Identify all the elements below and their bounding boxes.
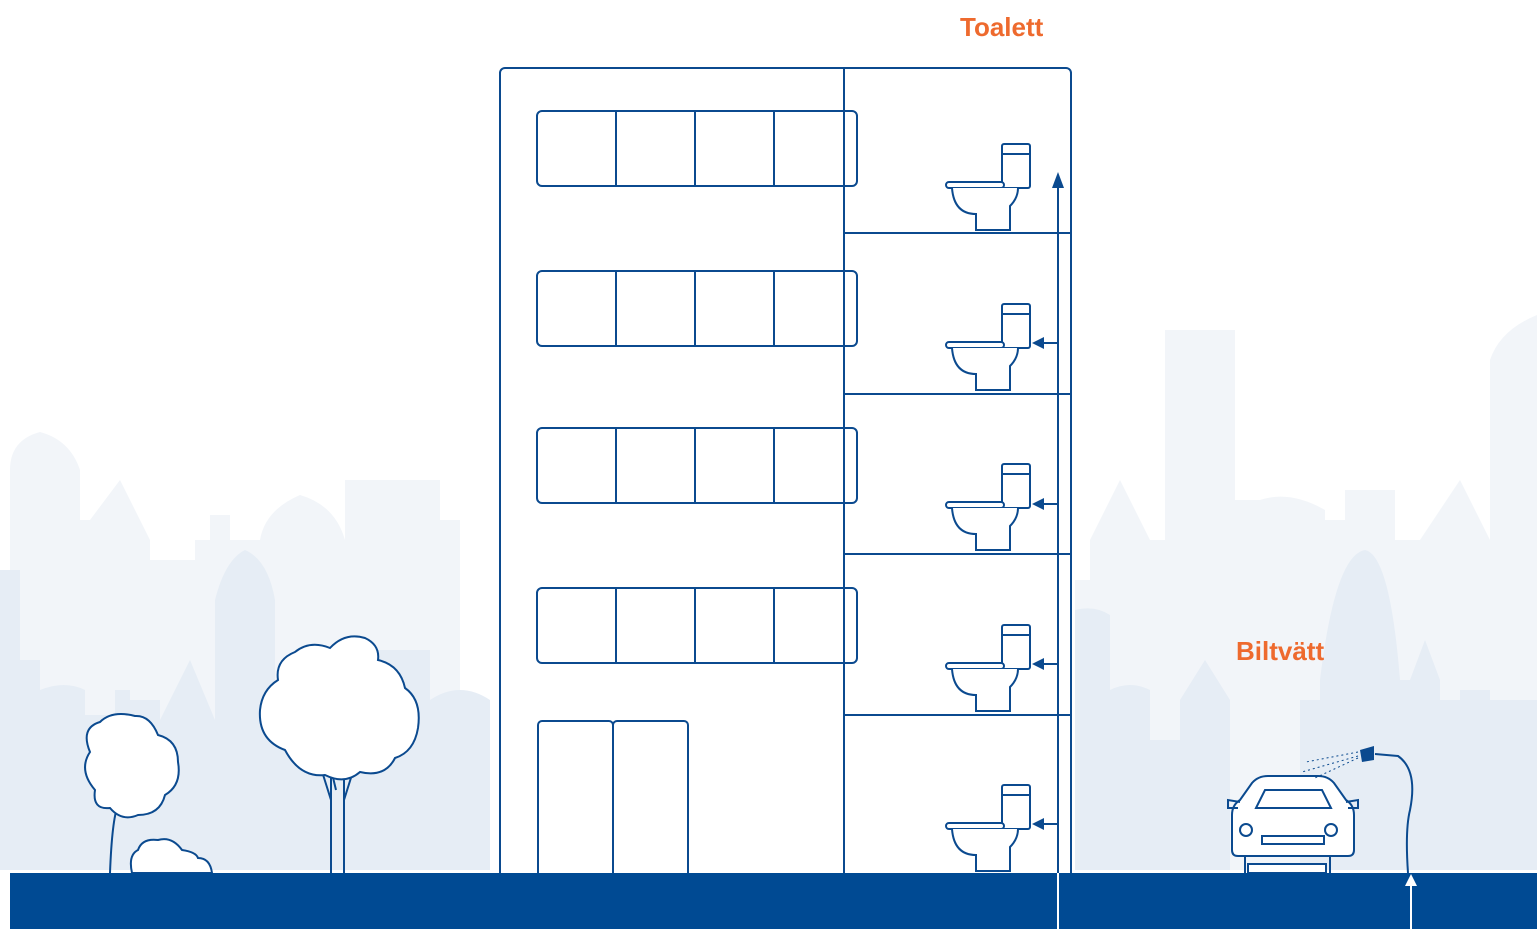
building [499,67,1072,882]
toilet-label: Toalett [960,12,1044,42]
arrow-icon [1052,172,1064,188]
arrow-icon [1032,498,1044,510]
hose-nozzle-icon [1301,746,1414,874]
arrow-icon [1032,658,1044,670]
window-row [536,110,858,187]
car-wash-label: Biltvätt [1236,636,1325,666]
arrow-icon [1032,337,1044,349]
arrow-icon [1032,818,1044,830]
tree-icon [258,635,420,873]
window-row [536,427,858,504]
window-row [536,587,858,664]
entrance-door [537,720,689,882]
tree-icon [84,713,180,874]
arrow-icon [1405,874,1417,886]
water-riser-pipe [1032,172,1064,929]
car-icon [1227,775,1359,874]
bush-icon [129,838,214,874]
ground [10,873,1537,929]
window-row [536,270,858,347]
